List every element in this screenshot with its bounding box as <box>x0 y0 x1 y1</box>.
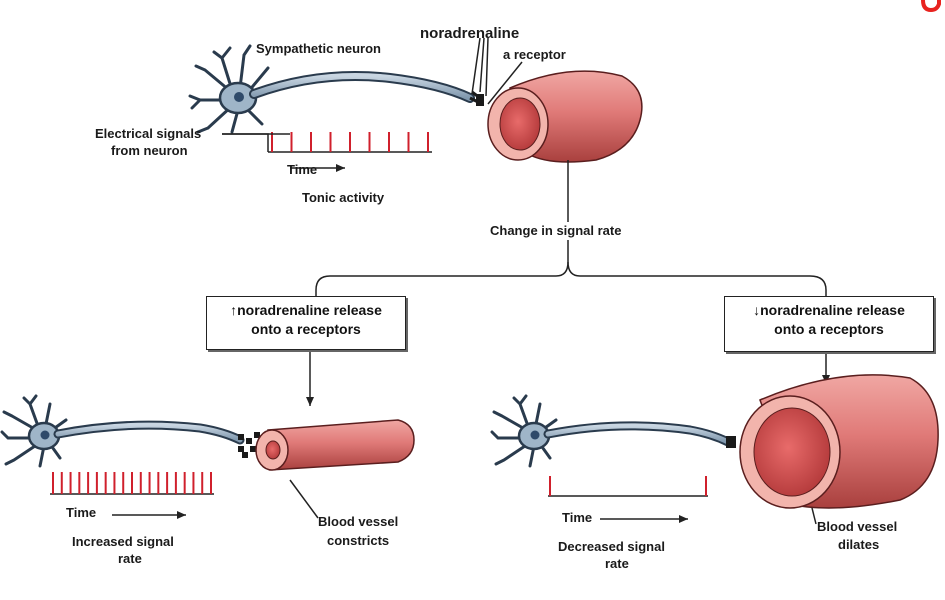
top-blood-vessel <box>487 70 643 163</box>
label-sympathetic-neuron: Sympathetic neuron <box>256 41 381 56</box>
top-neuron <box>188 37 523 134</box>
increase-release-line2: onto a receptors <box>251 321 361 337</box>
top-dendrites <box>188 44 270 134</box>
label-time-left: Time <box>66 505 96 520</box>
label-decreased-rate: rate <box>605 556 629 571</box>
tonic-spike-train <box>222 132 432 172</box>
label-blood-vessel-right: Blood vessel <box>817 519 897 534</box>
label-from-neuron: from neuron <box>111 143 188 158</box>
label-constricts: constricts <box>327 533 389 548</box>
label-time-right: Time <box>562 510 592 525</box>
label-a-receptor: a receptor <box>503 47 566 62</box>
increased-spike-train <box>50 472 214 519</box>
increase-release-box: ↑noradrenaline release onto a receptors <box>206 296 406 350</box>
label-tonic-activity: Tonic activity <box>302 190 385 205</box>
decreased-spike-train <box>548 476 708 523</box>
label-blood-vessel-left: Blood vessel <box>318 514 398 529</box>
label-increased-signal: Increased signal <box>72 534 174 549</box>
connector-lines <box>306 160 830 406</box>
label-change-in-signal-rate: Change in signal rate <box>490 223 621 238</box>
left-blood-vessel <box>255 419 415 519</box>
right-blood-vessel <box>739 374 939 525</box>
label-increased-rate: rate <box>118 551 142 566</box>
red-corner-mark <box>921 0 941 13</box>
decrease-release-box: ↓noradrenaline release onto a receptors <box>724 296 934 352</box>
right-neuron <box>490 394 736 468</box>
label-decreased-signal: Decreased signal <box>558 539 665 554</box>
label-time-top: Time <box>287 162 317 177</box>
increase-release-line1: ↑noradrenaline release <box>230 302 382 318</box>
label-electrical-signals: Electrical signals <box>95 126 201 141</box>
left-neuron <box>0 394 260 468</box>
label-dilates: dilates <box>838 537 879 552</box>
label-noradrenaline: noradrenaline <box>420 25 519 42</box>
decrease-release-line2: onto a receptors <box>774 321 884 337</box>
decrease-release-line1: ↓noradrenaline release <box>753 302 905 318</box>
